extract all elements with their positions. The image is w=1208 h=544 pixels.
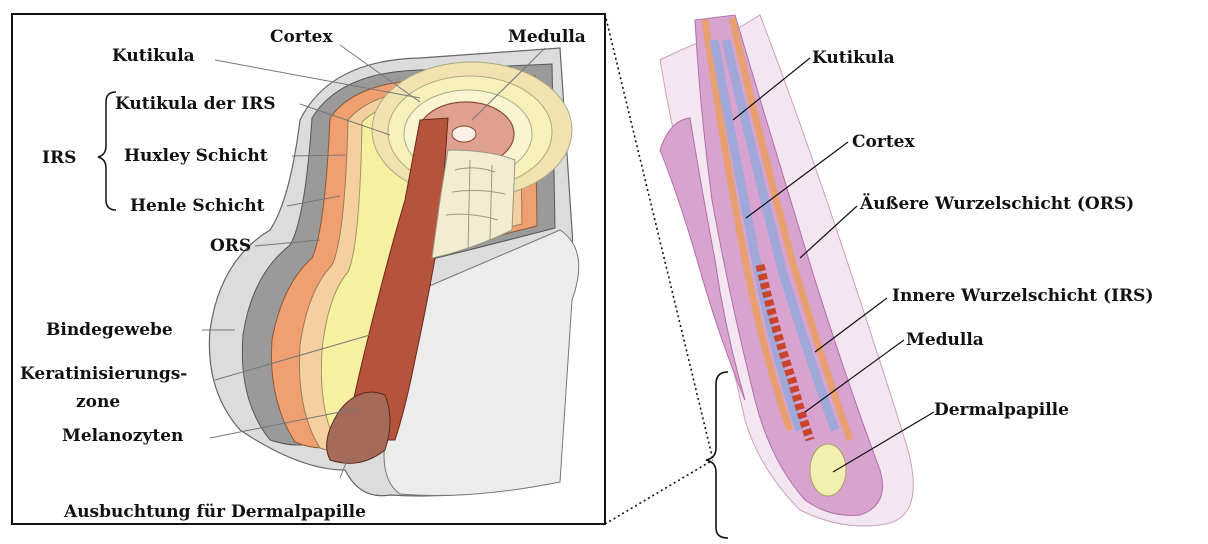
label-keratin-line1: Keratinisierungs- — [20, 364, 187, 384]
label-irs-left: IRS — [42, 148, 76, 168]
label-ors-right: Äußere Wurzelschicht (ORS) — [860, 194, 1134, 214]
histology-drawing — [660, 15, 913, 526]
histo-dermal-papilla — [810, 444, 846, 496]
dermal-bracket — [706, 372, 728, 538]
label-kutikula-irs: Kutikula der IRS — [115, 94, 276, 114]
label-ausbuchtung: Ausbuchtung für Dermalpapille — [64, 502, 366, 522]
label-ors-left: ORS — [210, 236, 251, 256]
label-huxley: Huxley Schicht — [124, 146, 268, 166]
label-keratin-line2: zone — [76, 392, 120, 412]
label-kutikula-left: Kutikula — [112, 46, 195, 66]
label-medulla-right: Medulla — [906, 330, 984, 350]
label-cortex-right: Cortex — [852, 132, 915, 152]
label-medulla-left: Medulla — [508, 27, 586, 47]
hair-shaft-3d-drawing — [209, 48, 578, 496]
label-cortex-left: Cortex — [270, 27, 333, 47]
irs-bracket — [98, 92, 116, 210]
label-melanozyten: Melanozyten — [62, 426, 183, 446]
label-henle: Henle Schicht — [130, 196, 264, 216]
label-dermalpapille: Dermalpapille — [934, 400, 1069, 420]
medulla-top — [452, 126, 476, 142]
label-bindegewebe: Bindegewebe — [46, 320, 173, 340]
label-kutikula-right: Kutikula — [812, 48, 895, 68]
label-irs-right: Innere Wurzelschicht (IRS) — [892, 286, 1154, 306]
